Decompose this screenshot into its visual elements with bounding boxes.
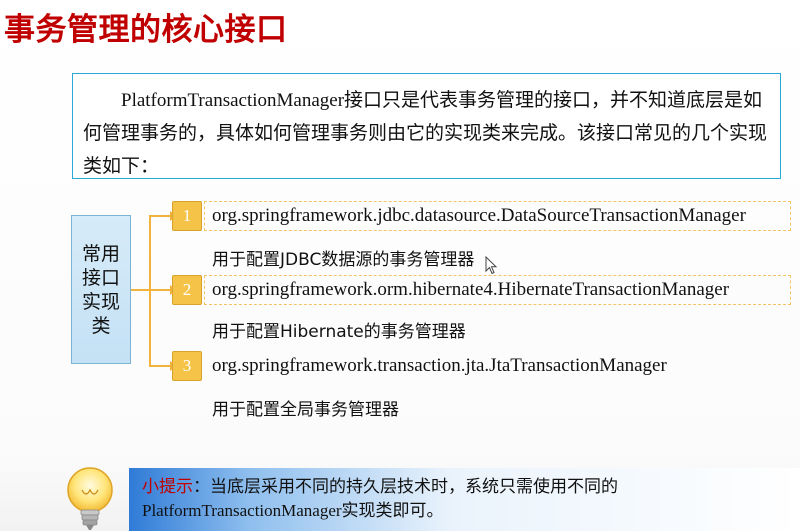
intro-text-box: PlatformTransactionManager接口只是代表事务管理的接口，… [72,73,781,179]
implementation-number-badge: 1 [172,201,202,231]
implementation-description: 用于配置全局事务管理器 [212,400,399,420]
tip-text: 小提示：当底层采用不同的持久层技术时，系统只需使用不同的 PlatformTra… [142,475,762,523]
tip-line-1-text: 当底层采用不同的持久层技术时，系统只需使用不同的 [210,477,618,497]
page-title: 事务管理的核心接口 [4,12,288,48]
mouse-cursor-icon [485,256,498,275]
implementation-class-name: org.springframework.jdbc.datasource.Data… [204,201,791,231]
tip-label: 小提示 [142,477,193,497]
implementation-number-badge: 3 [172,351,202,381]
connector-branch-1 [149,215,170,290]
tip-colon: ： [193,477,210,497]
implementation-number-badge: 2 [172,275,202,305]
tip-line-2: PlatformTransactionManager实现类即可。 [142,501,444,520]
implementation-class-name: org.springframework.orm.hibernate4.Hiber… [204,275,791,305]
tip-banner [129,468,800,531]
implementation-description: 用于配置Hibernate的事务管理器 [212,322,466,342]
connector-branch-3 [149,290,170,367]
tip-line-1: 小提示：当底层采用不同的持久层技术时，系统只需使用不同的 [142,475,762,499]
implementation-category-label: 常用接口实现类 [81,242,120,337]
lightbulb-icon [67,467,113,530]
implementation-category-box: 常用接口实现类 [71,215,131,364]
implementation-class-name: org.springframework.transaction.jta.JtaT… [212,355,667,376]
implementation-description: 用于配置JDBC数据源的事务管理器 [212,250,475,270]
